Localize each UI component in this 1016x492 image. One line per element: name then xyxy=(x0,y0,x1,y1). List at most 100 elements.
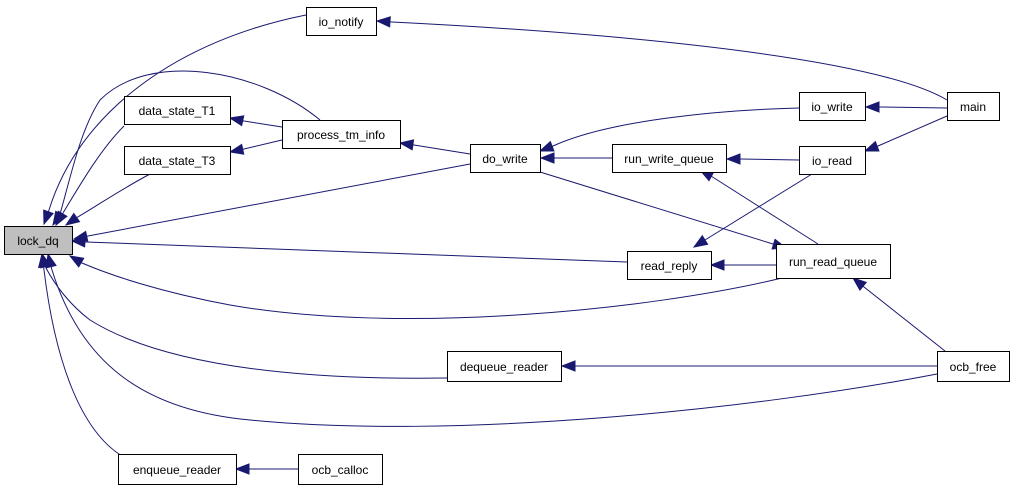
edge-line xyxy=(52,70,321,226)
edge-do_write-to-run_read_queue xyxy=(539,171,788,250)
node-box[interactable] xyxy=(799,146,866,175)
arrowhead xyxy=(70,236,86,248)
edge-line xyxy=(376,20,948,101)
node-box[interactable] xyxy=(937,351,1010,382)
node-box[interactable] xyxy=(118,454,237,485)
edge-enqueue_reader-to-lock_dq xyxy=(37,252,123,457)
edge-line xyxy=(69,255,783,319)
edge-line xyxy=(693,173,813,248)
node-box[interactable] xyxy=(627,251,712,280)
node-box[interactable] xyxy=(776,244,891,279)
node-box[interactable] xyxy=(124,146,231,175)
arrowhead xyxy=(539,152,555,164)
edge-line xyxy=(43,14,307,225)
edge-io_write-to-do_write xyxy=(538,107,800,152)
node-do_write[interactable]: do_write xyxy=(470,144,541,173)
edge-dequeue_reader-to-lock_dq xyxy=(40,252,448,379)
node-box[interactable] xyxy=(947,92,1000,121)
edge-main-to-io_read xyxy=(863,115,948,152)
node-main[interactable]: main xyxy=(947,92,1000,121)
edge-line xyxy=(71,240,628,263)
node-read_reply[interactable]: read_reply xyxy=(627,251,712,280)
arrowhead xyxy=(398,139,415,151)
arrowhead xyxy=(234,463,250,475)
edge-ocb_free-to-run_read_queue xyxy=(851,277,946,352)
node-label: io_read xyxy=(812,154,852,168)
edge-line xyxy=(73,163,471,240)
node-io_write[interactable]: io_write xyxy=(799,92,866,121)
node-label: enqueue_reader xyxy=(133,463,221,477)
node-label: lock_dq xyxy=(17,234,58,248)
node-label: do_write xyxy=(482,152,528,166)
arrowhead xyxy=(538,140,555,152)
edge-do_write-to-process_tm_info xyxy=(398,139,471,155)
arrowhead xyxy=(375,16,391,28)
node-label: data_state_T3 xyxy=(139,154,216,168)
arrowhead xyxy=(228,143,245,155)
node-box[interactable] xyxy=(470,144,541,173)
arrowhead xyxy=(864,101,880,113)
node-io_notify[interactable]: io_notify xyxy=(306,7,377,36)
arrowhead xyxy=(64,212,81,226)
edge-line xyxy=(852,277,946,352)
node-dequeue_reader[interactable]: dequeue_reader xyxy=(447,351,562,382)
node-ocb_free[interactable]: ocb_free xyxy=(937,351,1010,382)
node-box[interactable] xyxy=(4,226,73,255)
node-label: run_write_queue xyxy=(624,152,714,166)
node-enqueue_reader[interactable]: enqueue_reader xyxy=(118,454,237,485)
node-label: io_write xyxy=(811,100,853,114)
edge-io_read-to-run_write_queue xyxy=(725,153,800,165)
edge-data_state_T3-to-lock_dq xyxy=(64,173,151,226)
node-label: ocb_free xyxy=(950,360,997,374)
node-box[interactable] xyxy=(447,351,562,382)
node-process_tm_info[interactable]: process_tm_info xyxy=(282,120,401,149)
arrowhead xyxy=(228,115,245,127)
nodes-layer: lock_dq io_notify data_state_T1 data_state_… xyxy=(4,7,1010,485)
node-run_write_queue[interactable]: run_write_queue xyxy=(612,144,727,173)
arrowhead xyxy=(709,259,725,271)
edge-line xyxy=(539,107,800,152)
arrowhead xyxy=(692,234,709,248)
edge-line xyxy=(47,253,938,427)
node-data_state_T3[interactable]: data_state_T3 xyxy=(124,146,231,175)
edge-line xyxy=(55,125,125,226)
node-lock_dq[interactable]: lock_dq xyxy=(4,226,73,255)
edge-read_reply-to-lock_dq xyxy=(70,236,628,263)
edges-layer xyxy=(37,14,948,475)
edge-do_write-to-lock_dq xyxy=(72,163,471,242)
arrowhead xyxy=(37,252,50,269)
node-label: data_state_T1 xyxy=(139,104,216,118)
arrowhead xyxy=(45,252,57,269)
node-data_state_T1[interactable]: data_state_T1 xyxy=(124,96,231,125)
node-label: run_read_queue xyxy=(789,255,877,269)
edge-line xyxy=(41,253,123,457)
node-label: process_tm_info xyxy=(297,128,385,142)
edge-process_tm_info-to-data_state_T1 xyxy=(228,115,283,128)
edge-run_write_queue-to-do_write xyxy=(539,152,612,164)
edge-io_notify-to-lock_dq xyxy=(43,14,307,226)
node-box[interactable] xyxy=(799,92,866,121)
edge-process_tm_info-to-data_state_T3 xyxy=(228,139,283,155)
node-io_read[interactable]: io_read xyxy=(799,146,866,175)
arrowhead xyxy=(55,210,68,227)
edge-line xyxy=(539,171,787,249)
node-box[interactable] xyxy=(124,96,231,125)
node-run_read_queue[interactable]: run_read_queue xyxy=(776,244,891,279)
arrowhead xyxy=(43,209,54,226)
node-label: io_notify xyxy=(319,15,364,29)
edge-main-to-io_notify xyxy=(375,16,948,101)
node-box[interactable] xyxy=(612,144,727,173)
node-box[interactable] xyxy=(298,454,383,485)
node-label: read_reply xyxy=(641,259,698,273)
edge-line xyxy=(41,253,448,379)
arrowhead xyxy=(863,140,880,152)
edge-line xyxy=(65,173,151,226)
node-box[interactable] xyxy=(282,120,401,149)
edge-ocb_free-to-lock_dq xyxy=(45,252,938,427)
edge-ocb_free-to-dequeue_reader xyxy=(560,360,937,372)
node-ocb_calloc[interactable]: ocb_calloc xyxy=(298,454,383,485)
edge-main-to-io_write xyxy=(864,101,948,113)
arrowhead xyxy=(725,153,741,165)
node-box[interactable] xyxy=(306,7,377,36)
